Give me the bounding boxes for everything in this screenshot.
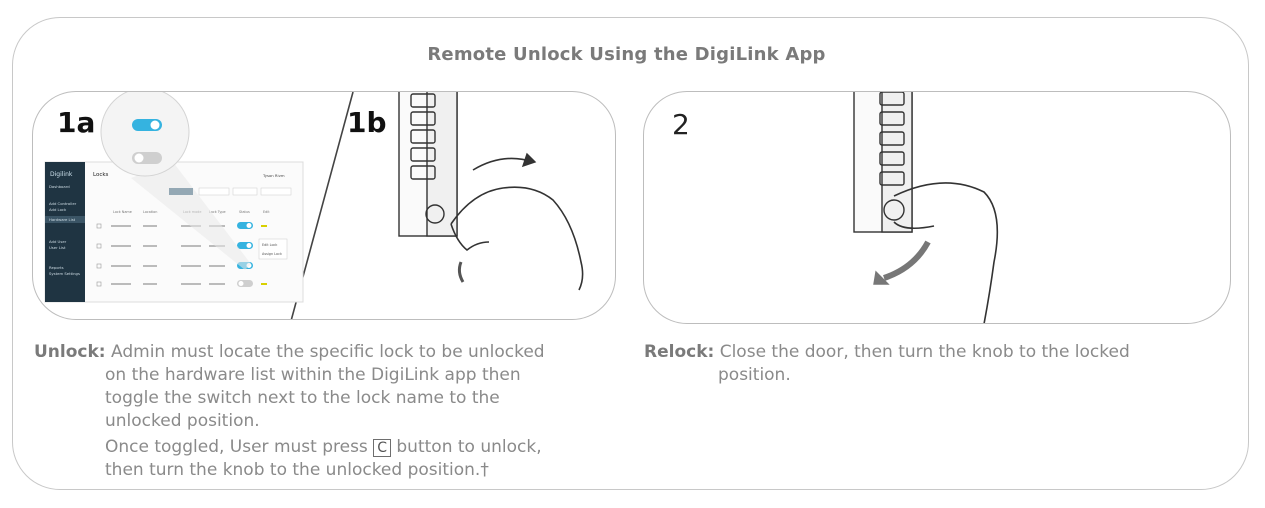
table-row: Edit Lock Assign Lock [96, 238, 288, 260]
app-page-title: Locks [93, 172, 109, 178]
col-lock-name: Lock Name [113, 210, 132, 214]
menu-edit-lock: Edit Lock [262, 243, 277, 247]
unlock-label: Unlock: [34, 342, 106, 362]
app-user: Tyson Rivm [262, 173, 285, 178]
unlock-line-4-pre: Once toggled, User must press [105, 437, 368, 457]
relock-instructions: Relock: Close the door, then turn the kn… [644, 341, 1204, 387]
unlock-line-4-post: button to unlock, [396, 437, 542, 457]
app-brand: Digilink [50, 171, 73, 178]
sidebar-item-0: Dashboard [49, 184, 70, 189]
sidebar-item-2: Add Lock [49, 207, 67, 212]
keypad-lock-illustration [853, 92, 999, 323]
col-lock-type: Lock Type [209, 210, 226, 214]
c-key-icon: C [373, 439, 391, 457]
unlock-line-1: on the hardware list within the DigiLink… [105, 365, 521, 385]
step-label-1a: 1a [57, 106, 96, 139]
relock-line-1: position. [718, 365, 791, 385]
sidebar-item-4: Add User [49, 239, 67, 244]
table-row [96, 280, 267, 287]
page-title: Remote Unlock Using the DigiLink App [427, 44, 826, 65]
sidebar-item-3: Hardware List [49, 217, 76, 222]
col-location: Location [143, 210, 157, 214]
sidebar-item-1: Add Controller [49, 201, 77, 206]
col-edit: Edit [263, 210, 270, 214]
sidebar-item-6: Reports [49, 265, 64, 270]
unlock-instructions: Unlock: Admin must locate the specific l… [34, 341, 594, 482]
outer-frame [12, 17, 1249, 490]
step-label-1b: 1b [347, 106, 387, 139]
magnifier-zoom [100, 92, 251, 270]
unlock-line-3: unlocked position. [105, 411, 260, 431]
relock-line-0: Close the door, then turn the knob to th… [719, 342, 1130, 362]
relock-label: Relock: [644, 342, 715, 362]
panel-step-1: Digilink Dashboard Add Controller Add Lo… [32, 91, 616, 320]
unlock-line-2: toggle the switch next to the lock name … [105, 388, 500, 408]
sidebar-item-7: System Settings [49, 271, 80, 276]
step-1-illustration: Digilink Dashboard Add Controller Add Lo… [44, 92, 584, 319]
col-status: Status [239, 210, 250, 214]
table-rows: Edit Lock Assign Lock [96, 222, 288, 287]
unlock-line-0: Admin must locate the specific lock to b… [111, 342, 545, 362]
menu-assign-lock: Assign Lock [262, 252, 282, 256]
sidebar-item-5: User List [49, 245, 66, 250]
panel-step-2: 2 [643, 91, 1231, 324]
keypad-lock-illustration [398, 92, 584, 291]
step-label-2: 2 [672, 108, 690, 141]
unlock-line-5: then turn the knob to the unlocked posit… [105, 460, 489, 480]
step-2-illustration [853, 92, 999, 323]
